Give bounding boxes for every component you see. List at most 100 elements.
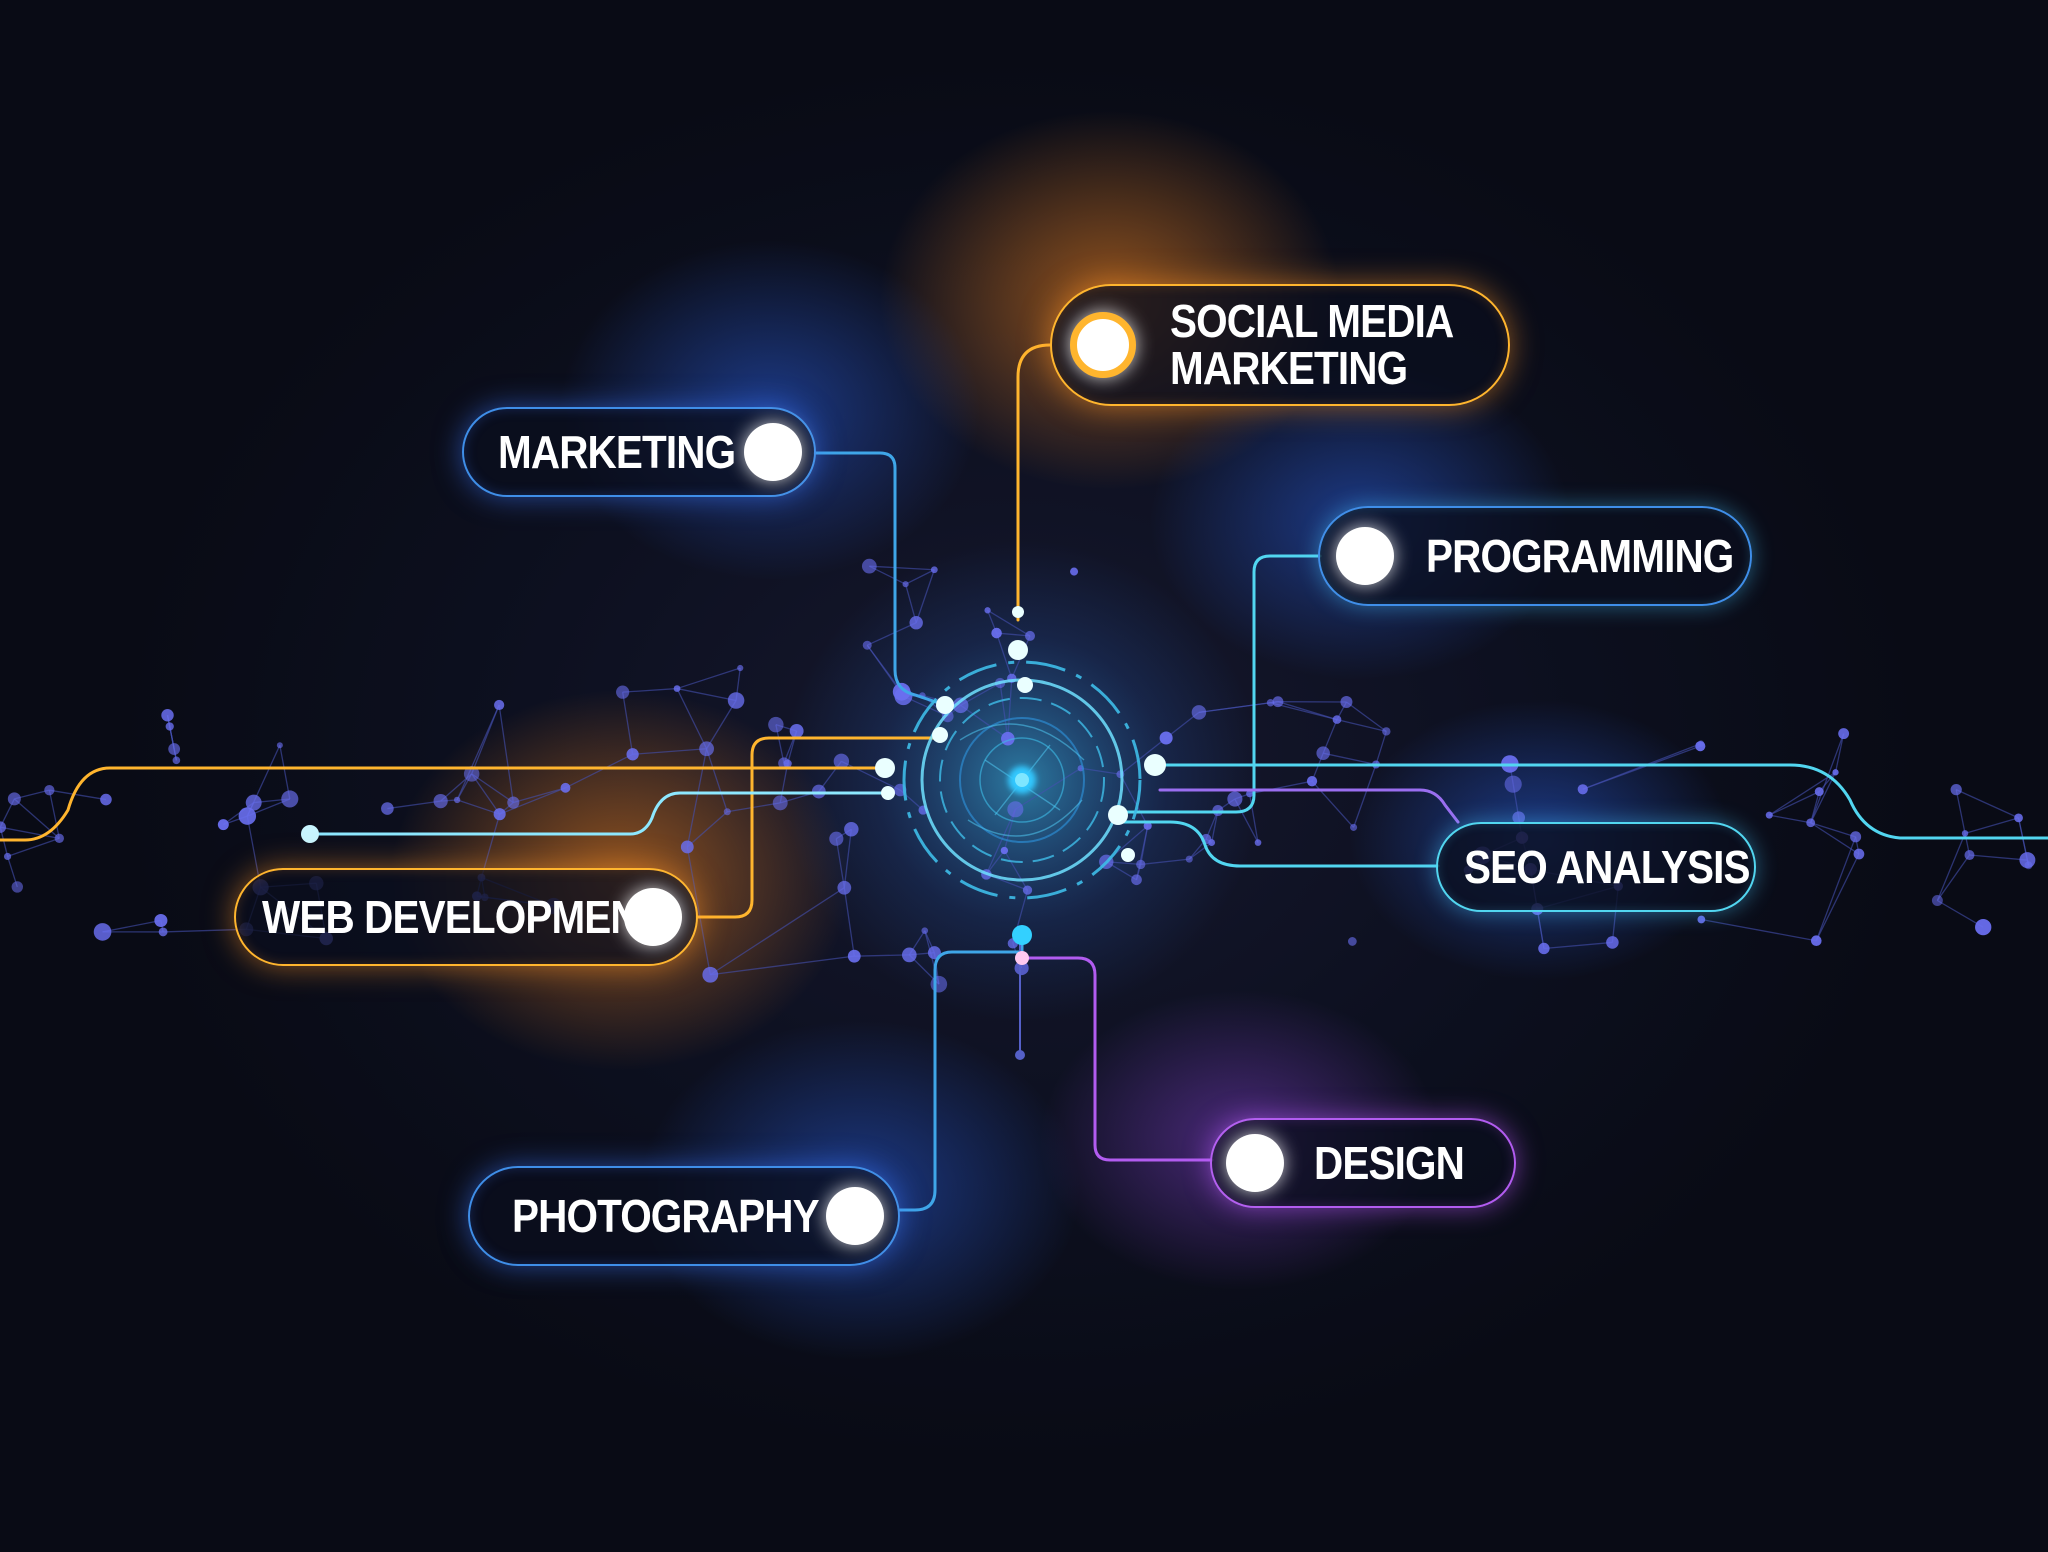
mesh-line <box>841 760 901 791</box>
mesh-dot <box>847 949 861 963</box>
mesh-dot <box>93 923 112 941</box>
mesh-dot <box>727 692 745 709</box>
mesh-line <box>279 745 291 800</box>
mesh-dot <box>1316 746 1330 760</box>
mesh-line <box>163 928 247 933</box>
mesh-line <box>709 887 845 976</box>
mesh-line <box>1810 791 1820 823</box>
node-design[interactable]: DESIGN <box>1210 1118 1516 1208</box>
mesh-line <box>843 829 852 888</box>
mesh-line <box>471 773 514 804</box>
mesh-line <box>0 826 60 839</box>
mesh-dot <box>1806 818 1816 828</box>
mesh-line <box>1234 798 1259 843</box>
node-photography[interactable]: PHOTOGRAPHY <box>468 1166 900 1266</box>
mesh-dot <box>626 748 639 761</box>
mesh-dot <box>1814 787 1824 797</box>
mesh-line <box>999 682 1009 739</box>
mesh-line <box>905 569 935 585</box>
mesh-dot <box>1185 855 1193 863</box>
mesh-dot <box>737 664 744 672</box>
mesh-dot <box>494 699 505 711</box>
mesh-line <box>1323 752 1377 766</box>
mesh-dot <box>381 802 394 815</box>
mesh-dot <box>3 852 12 861</box>
mesh-dot <box>1025 630 1035 641</box>
mesh-dot <box>930 566 938 574</box>
mesh-dot <box>1159 731 1173 745</box>
mesh-line <box>843 887 855 957</box>
mesh-line <box>996 632 1031 637</box>
mesh-line <box>1955 789 1966 834</box>
mesh-dot <box>158 927 168 937</box>
mesh-line <box>676 687 737 702</box>
mesh-dot <box>1961 830 1969 837</box>
mesh-line <box>710 955 855 976</box>
mesh-dot <box>1340 696 1353 709</box>
connectors <box>0 343 2048 1212</box>
mesh-dot <box>1007 801 1024 818</box>
mesh-line <box>513 787 566 804</box>
mesh-line <box>686 748 708 848</box>
mesh-dot <box>837 880 852 895</box>
mesh-dot <box>702 966 719 983</box>
mesh-dot <box>1931 895 1943 906</box>
mesh-line <box>7 837 60 858</box>
mesh-line <box>1582 745 1701 790</box>
mesh-dot <box>1131 874 1142 886</box>
mesh-dot <box>154 913 168 928</box>
mesh-line <box>1188 842 1213 860</box>
connector-web-dev-left <box>0 766 887 842</box>
mesh-dot <box>507 796 520 809</box>
mesh-dot <box>1254 839 1262 846</box>
mesh-line <box>1543 941 1613 950</box>
mesh-dot <box>909 616 923 630</box>
mesh-dot <box>1697 915 1706 924</box>
mesh-line <box>995 632 1013 679</box>
mesh-dot <box>11 881 24 893</box>
node-marketing[interactable]: MARKETING <box>462 407 816 497</box>
mesh-line <box>686 811 728 848</box>
photography-dot-icon <box>826 1187 884 1245</box>
mesh-line <box>1140 858 1190 866</box>
node-programming[interactable]: PROGRAMMING <box>1318 506 1752 606</box>
mesh-dot <box>1838 728 1850 740</box>
mesh-dot <box>772 795 788 811</box>
node-programming-label: PROGRAMMING <box>1426 529 1734 582</box>
mesh-line <box>1936 833 1966 901</box>
mesh-dot <box>1136 859 1146 870</box>
mesh-dot <box>1332 715 1342 724</box>
node-seo-analysis[interactable]: SEO ANALYSIS <box>1436 822 1756 912</box>
mesh-line <box>456 704 500 801</box>
mesh-line <box>498 704 514 803</box>
mesh-dot <box>1014 960 1029 976</box>
node-social-media-marketing[interactable]: SOCIAL MEDIA MARKETING <box>1050 284 1510 406</box>
connector-design <box>1020 956 1214 1162</box>
mesh-dot <box>1350 823 1358 831</box>
mesh-line <box>1140 825 1149 865</box>
mesh-line <box>686 846 711 975</box>
web-development-dot-icon <box>624 888 682 946</box>
mesh-dot <box>921 927 929 934</box>
mesh-line <box>1080 767 1121 775</box>
mesh-line <box>480 814 501 878</box>
node-seo-analysis-label: SEO ANALYSIS <box>1464 840 1751 893</box>
mesh-dot <box>1538 942 1550 955</box>
mesh-line <box>960 704 1009 740</box>
mesh-line <box>706 700 737 750</box>
mesh-dot <box>1347 937 1357 946</box>
node-web-development[interactable]: WEB DEVELOPMENT <box>234 868 698 966</box>
connector-photography <box>898 933 1024 1212</box>
mesh-dot <box>54 833 64 844</box>
mesh-dot <box>1191 705 1207 720</box>
mesh-dot <box>778 757 790 769</box>
mesh-line <box>1701 918 1817 942</box>
mesh-dot <box>833 753 850 770</box>
mesh-line <box>1834 733 1845 773</box>
connector-right-cyan <box>1158 763 2048 840</box>
mesh-line <box>499 787 566 815</box>
mesh-line <box>1198 702 1271 714</box>
mesh-line <box>1768 771 1836 816</box>
mesh-dot <box>616 685 630 699</box>
